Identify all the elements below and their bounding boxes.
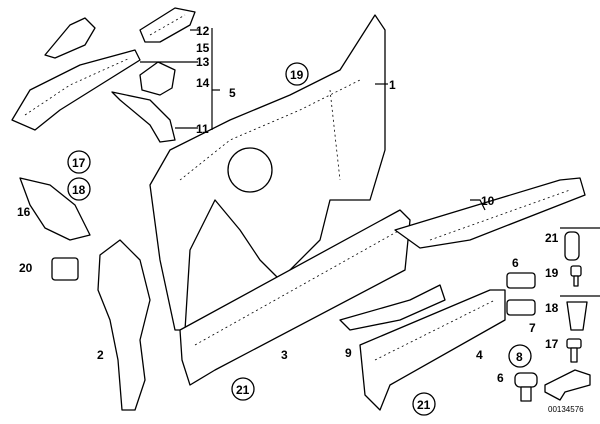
part-3-longitudinal-member[interactable] bbox=[179, 209, 411, 386]
part-11-strut[interactable] bbox=[111, 91, 176, 143]
part-19-screw[interactable] bbox=[570, 265, 582, 287]
part-21-grommet[interactable] bbox=[564, 231, 580, 261]
label-3: 3 bbox=[281, 348, 288, 362]
label-7: 7 bbox=[529, 321, 536, 335]
part-7-clip[interactable] bbox=[506, 299, 536, 316]
part-14-cover[interactable] bbox=[139, 61, 176, 96]
label-11: 11 bbox=[196, 122, 209, 136]
part-bracket-lower[interactable] bbox=[339, 284, 446, 331]
label-12: 12 bbox=[196, 24, 210, 38]
label-20: 20 bbox=[19, 261, 33, 275]
label-21-circled: 21 bbox=[417, 398, 431, 412]
part-2-side-member[interactable] bbox=[97, 239, 151, 411]
leader-lines bbox=[140, 28, 600, 297]
part-10-sill[interactable] bbox=[394, 177, 586, 249]
label-17: 17 bbox=[545, 337, 559, 351]
part-9-4-member[interactable] bbox=[359, 289, 506, 411]
label-19: 19 bbox=[545, 266, 559, 280]
label-9: 9 bbox=[345, 346, 352, 360]
label-21-circled: 21 bbox=[236, 383, 250, 397]
label-10: 10 bbox=[481, 194, 495, 208]
label-8-circled: 8 bbox=[516, 350, 523, 364]
label-6-clip: 6 bbox=[512, 256, 519, 270]
part-8-bolt[interactable] bbox=[514, 372, 538, 402]
label-14: 14 bbox=[196, 76, 210, 90]
label-18-circled: 18 bbox=[72, 183, 86, 197]
label-15: 15 bbox=[196, 41, 210, 55]
part-20-clip[interactable] bbox=[51, 257, 79, 281]
part-upper-left-bracket[interactable] bbox=[44, 17, 96, 59]
label-6: 6 bbox=[497, 371, 504, 385]
part-18-expanding-nut[interactable] bbox=[566, 301, 588, 331]
label-13: 13 bbox=[196, 55, 210, 69]
part-1-front-panel[interactable] bbox=[149, 14, 386, 331]
part-17-bolt[interactable] bbox=[566, 338, 582, 363]
label-5: 5 bbox=[229, 86, 236, 100]
label-21: 21 bbox=[545, 231, 559, 245]
label-19-circled: 19 bbox=[290, 68, 304, 82]
label-17-circled: 17 bbox=[72, 156, 86, 170]
label-16: 16 bbox=[17, 205, 31, 219]
part-13-rail[interactable] bbox=[11, 49, 141, 131]
arrow-icon bbox=[544, 369, 591, 401]
diagram-id: 00134576 bbox=[548, 405, 584, 414]
label-4: 4 bbox=[476, 348, 483, 362]
label-2: 2 bbox=[97, 348, 104, 362]
part-12-bracket[interactable] bbox=[139, 7, 196, 43]
label-18: 18 bbox=[545, 301, 559, 315]
label-1: 1 bbox=[389, 78, 396, 92]
part-6-clip[interactable] bbox=[506, 272, 536, 289]
part-16-panel[interactable] bbox=[19, 177, 91, 241]
